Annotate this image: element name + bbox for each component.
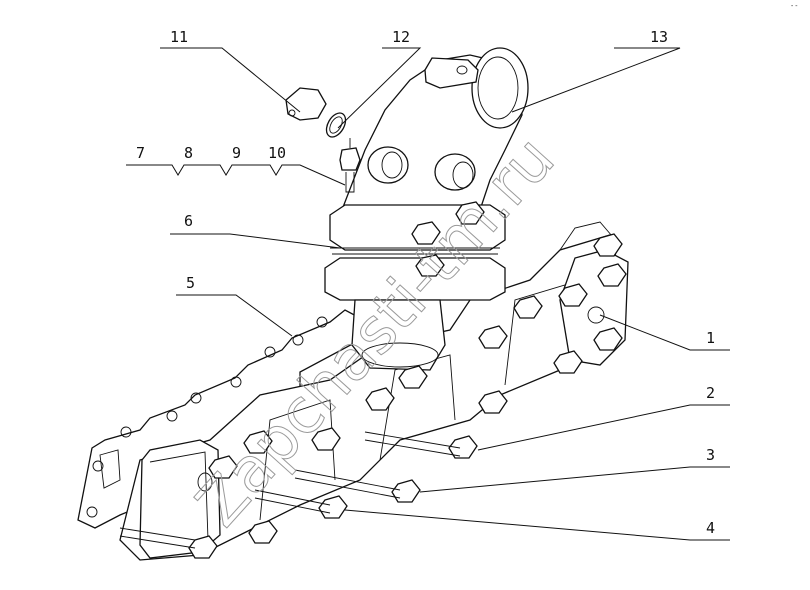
bolt-row [188, 233, 627, 559]
callout-3: 3 [706, 446, 715, 464]
callout-2: 2 [706, 384, 715, 402]
callout-13: 13 [650, 28, 668, 46]
callout-4: 4 [706, 519, 715, 537]
callout-11: 11 [170, 28, 188, 46]
callout-7: 7 [136, 144, 145, 162]
corner-mark: -- [790, 2, 798, 10]
callout-6: 6 [184, 212, 193, 230]
plug-and-seal [285, 87, 347, 138]
manifold-end-block [139, 439, 221, 559]
elbow-pipe [339, 47, 529, 241]
callout-1: 1 [706, 329, 715, 347]
mounting-flange-stack [324, 201, 506, 371]
callout-8: 8 [184, 144, 193, 162]
callout-12: 12 [392, 28, 410, 46]
callout-5: 5 [186, 274, 195, 292]
leader-lines [126, 47, 730, 541]
callout-9: 9 [232, 144, 241, 162]
callout-10: 10 [268, 144, 286, 162]
callout-labels: 11 12 13 7 8 9 10 6 5 1 2 3 4 [136, 28, 715, 537]
stud-bolts [119, 431, 461, 549]
small-stud [339, 138, 361, 193]
